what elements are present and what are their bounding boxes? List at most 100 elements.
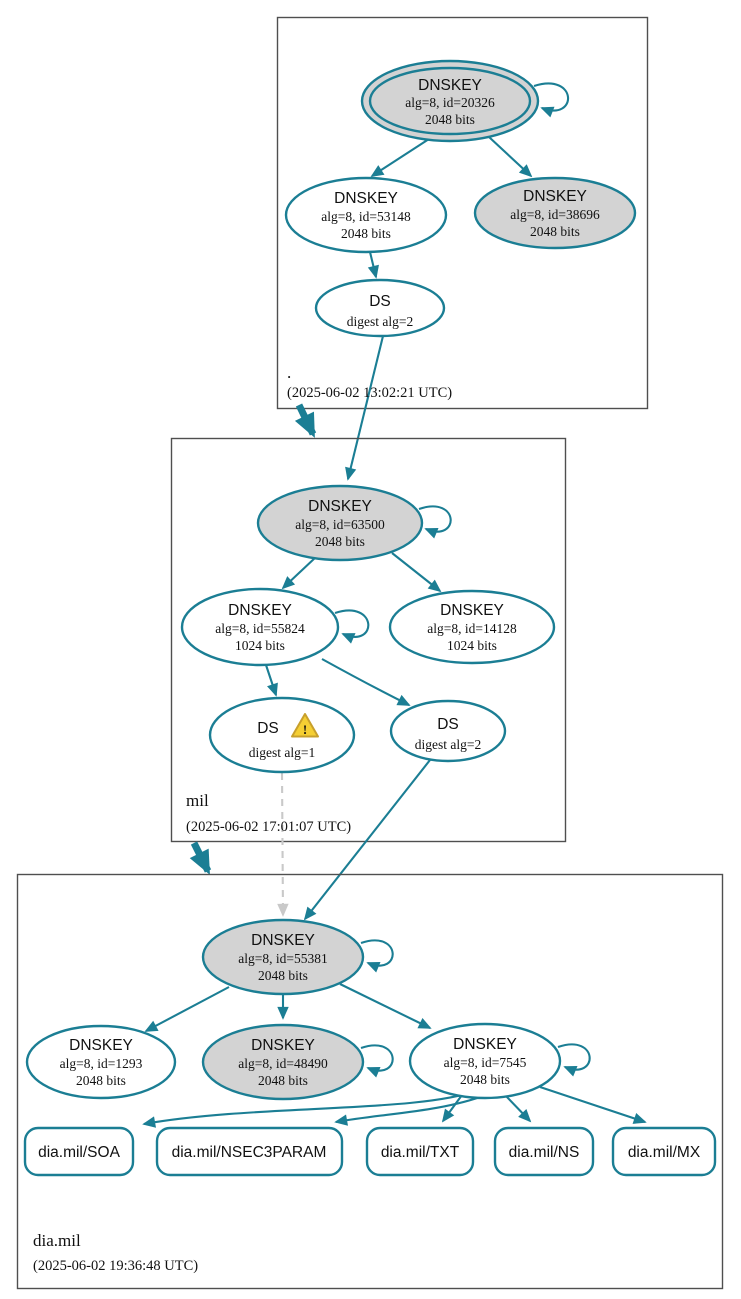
edge-zone-root-to-mil [294,403,317,438]
node-dnskey-14128[interactable]: DNSKEY alg=8, id=14128 1024 bits [388,589,556,665]
dnskey-7545-ellipse [408,1022,562,1100]
dnskey-7545-bits: 2048 bits [460,1072,510,1087]
dnskey-53148-ellipse [284,176,448,254]
zone-mil-timestamp: (2025-06-02 17:01:07 UTC) [186,819,351,835]
edge-key7545-to-nsec3param [334,1094,487,1126]
dnskey-14128-ellipse [388,589,556,665]
node-dnskey-63500[interactable]: DNSKEY alg=8, id=63500 2048 bits [256,484,424,562]
edge-ksk55381-to-key7545 [339,983,432,1029]
node-dnskey-53148[interactable]: DNSKEY alg=8, id=53148 2048 bits [284,176,448,254]
rrset-nsec3param[interactable]: dia.mil/NSEC3PARAM [155,1126,344,1177]
node-mil-ds1[interactable]: DS ! digest alg=1 [208,696,356,774]
edge-ksk55381-to-key1293 [144,986,230,1032]
zone-root: DNSKEY alg=8, id=20326 2048 bits DNSKEY … [276,16,649,481]
dnskey-55381-title: DNSKEY [251,932,315,949]
edge-mil-ds1-to-diamil-ksk-dashed [277,772,289,917]
rrset-soa[interactable]: dia.mil/SOA [23,1126,135,1177]
edge-root-ds-to-mil-ksk [345,335,385,481]
edge-ksk63500-selfloop [418,505,452,539]
node-dnskey-20326[interactable]: DNSKEY alg=8, id=20326 2048 bits [360,59,540,143]
dnskey-53148-title: DNSKEY [334,190,398,207]
zone-diamil-border [16,873,724,1290]
warning-icon: ! [291,713,319,738]
rrset-mx-label: dia.mil/MX [628,1144,701,1161]
mil-ds2-detail: digest alg=2 [415,737,481,752]
dnskey-7545-title: DNSKEY [453,1036,517,1053]
dnskey-53148-detail: alg=8, id=53148 [321,209,411,224]
rrset-ns[interactable]: dia.mil/NS [493,1126,595,1177]
dnskey-55824-ellipse [180,587,340,667]
dnskey-38696-ellipse [473,176,637,250]
rrset-mx-box [611,1126,717,1177]
dnskey-1293-bits: 2048 bits [76,1073,126,1088]
zone-diamil: DNSKEY alg=8, id=55381 2048 bits DNSKEY … [16,873,724,1290]
dnskey-1293-detail: alg=8, id=1293 [60,1056,143,1071]
zone-root-border [276,16,649,410]
edge-zone-mil-to-diamil [189,841,212,875]
edge-mil-ds2-to-diamil-ksk [303,759,431,921]
dnskey-14128-title: DNSKEY [440,602,504,619]
dnskey-53148-bits: 2048 bits [341,226,391,241]
dnskey-1293-title: DNSKEY [69,1037,133,1054]
node-dnskey-1293[interactable]: DNSKEY alg=8, id=1293 2048 bits [25,1024,177,1100]
dnskey-48490-bits: 2048 bits [258,1073,308,1088]
dnskey-38696-bits: 2048 bits [530,224,580,239]
zone-mil-border [170,437,567,843]
dnskey-20326-detail: alg=8, id=20326 [405,95,495,110]
dnskey-7545-detail: alg=8, id=7545 [444,1055,527,1070]
edge-zsk55824-to-ds1 [265,664,278,697]
edge-ksk20326-to-key38696 [488,136,533,178]
zone-root-label: . [287,363,291,382]
zone-root-timestamp: (2025-06-02 13:02:21 UTC) [287,385,452,401]
edge-key7545-selfloop [557,1043,591,1077]
dnskey-38696-detail: alg=8, id=38696 [510,207,600,222]
zone-diamil-label: dia.mil [33,1231,81,1250]
dnskey-1293-ellipse [25,1024,177,1100]
node-dnskey-38696[interactable]: DNSKEY alg=8, id=38696 2048 bits [473,176,637,250]
edge-key7545-to-txt [441,1094,463,1123]
rrset-nsec3param-label: dia.mil/NSEC3PARAM [172,1144,327,1161]
node-mil-ds2[interactable]: DS digest alg=2 [389,699,507,763]
rrset-ns-label: dia.mil/NS [509,1144,580,1161]
edge-zsk55824-selfloop [334,609,370,644]
edge-ksk20326-to-zsk53148 [370,138,430,177]
edge-key48490-selfloop [360,1044,394,1078]
dnskey-63500-ellipse [256,484,424,562]
node-root-ds[interactable]: DS digest alg=2 [314,278,446,338]
dnskey-14128-bits: 1024 bits [447,638,497,653]
rrset-soa-label: dia.mil/SOA [38,1144,120,1161]
dnskey-20326-title: DNSKEY [418,77,482,94]
zone-mil-label: mil [186,791,209,810]
mil-ds2-ellipse [389,699,507,763]
dnskey-55824-title: DNSKEY [228,602,292,619]
edge-key7545-to-soa [142,1089,479,1128]
rrset-mx[interactable]: dia.mil/MX [611,1126,717,1177]
rrset-txt[interactable]: dia.mil/TXT [365,1126,475,1177]
rrset-soa-box [23,1126,135,1177]
node-dnskey-55381[interactable]: DNSKEY alg=8, id=55381 2048 bits [201,918,365,996]
dnskey-55381-ellipse [201,918,365,996]
dnskey-55381-bits: 2048 bits [258,968,308,983]
zone-mil: DNSKEY alg=8, id=63500 2048 bits DNSKEY … [170,437,567,921]
mil-ds1-detail: digest alg=1 [249,745,315,760]
edge-key7545-to-ns [505,1095,532,1123]
node-dnskey-55824[interactable]: DNSKEY alg=8, id=55824 1024 bits [180,587,340,667]
edge-zsk55824-to-ds2 [321,658,411,706]
node-dnskey-48490[interactable]: DNSKEY alg=8, id=48490 2048 bits [201,1023,365,1101]
dnskey-55824-detail: alg=8, id=55824 [215,621,305,636]
dnskey-63500-title: DNSKEY [308,498,372,515]
dnskey-48490-ellipse [201,1023,365,1101]
dnskey-20326-bits: 2048 bits [425,112,475,127]
dnskey-14128-detail: alg=8, id=14128 [427,621,517,636]
edge-key7545-to-mx [539,1086,647,1124]
mil-ds1-title: DS [257,720,279,737]
rrset-txt-label: dia.mil/TXT [381,1144,460,1161]
node-dnskey-7545[interactable]: DNSKEY alg=8, id=7545 2048 bits [408,1022,562,1100]
dnskey-63500-detail: alg=8, id=63500 [295,517,385,532]
mil-ds2-title: DS [437,716,459,733]
edge-ksk20326-selfloop [533,82,570,118]
rrset-nsec3param-box [155,1126,344,1177]
root-ds-detail: digest alg=2 [347,314,413,329]
dnskey-38696-title: DNSKEY [523,188,587,205]
